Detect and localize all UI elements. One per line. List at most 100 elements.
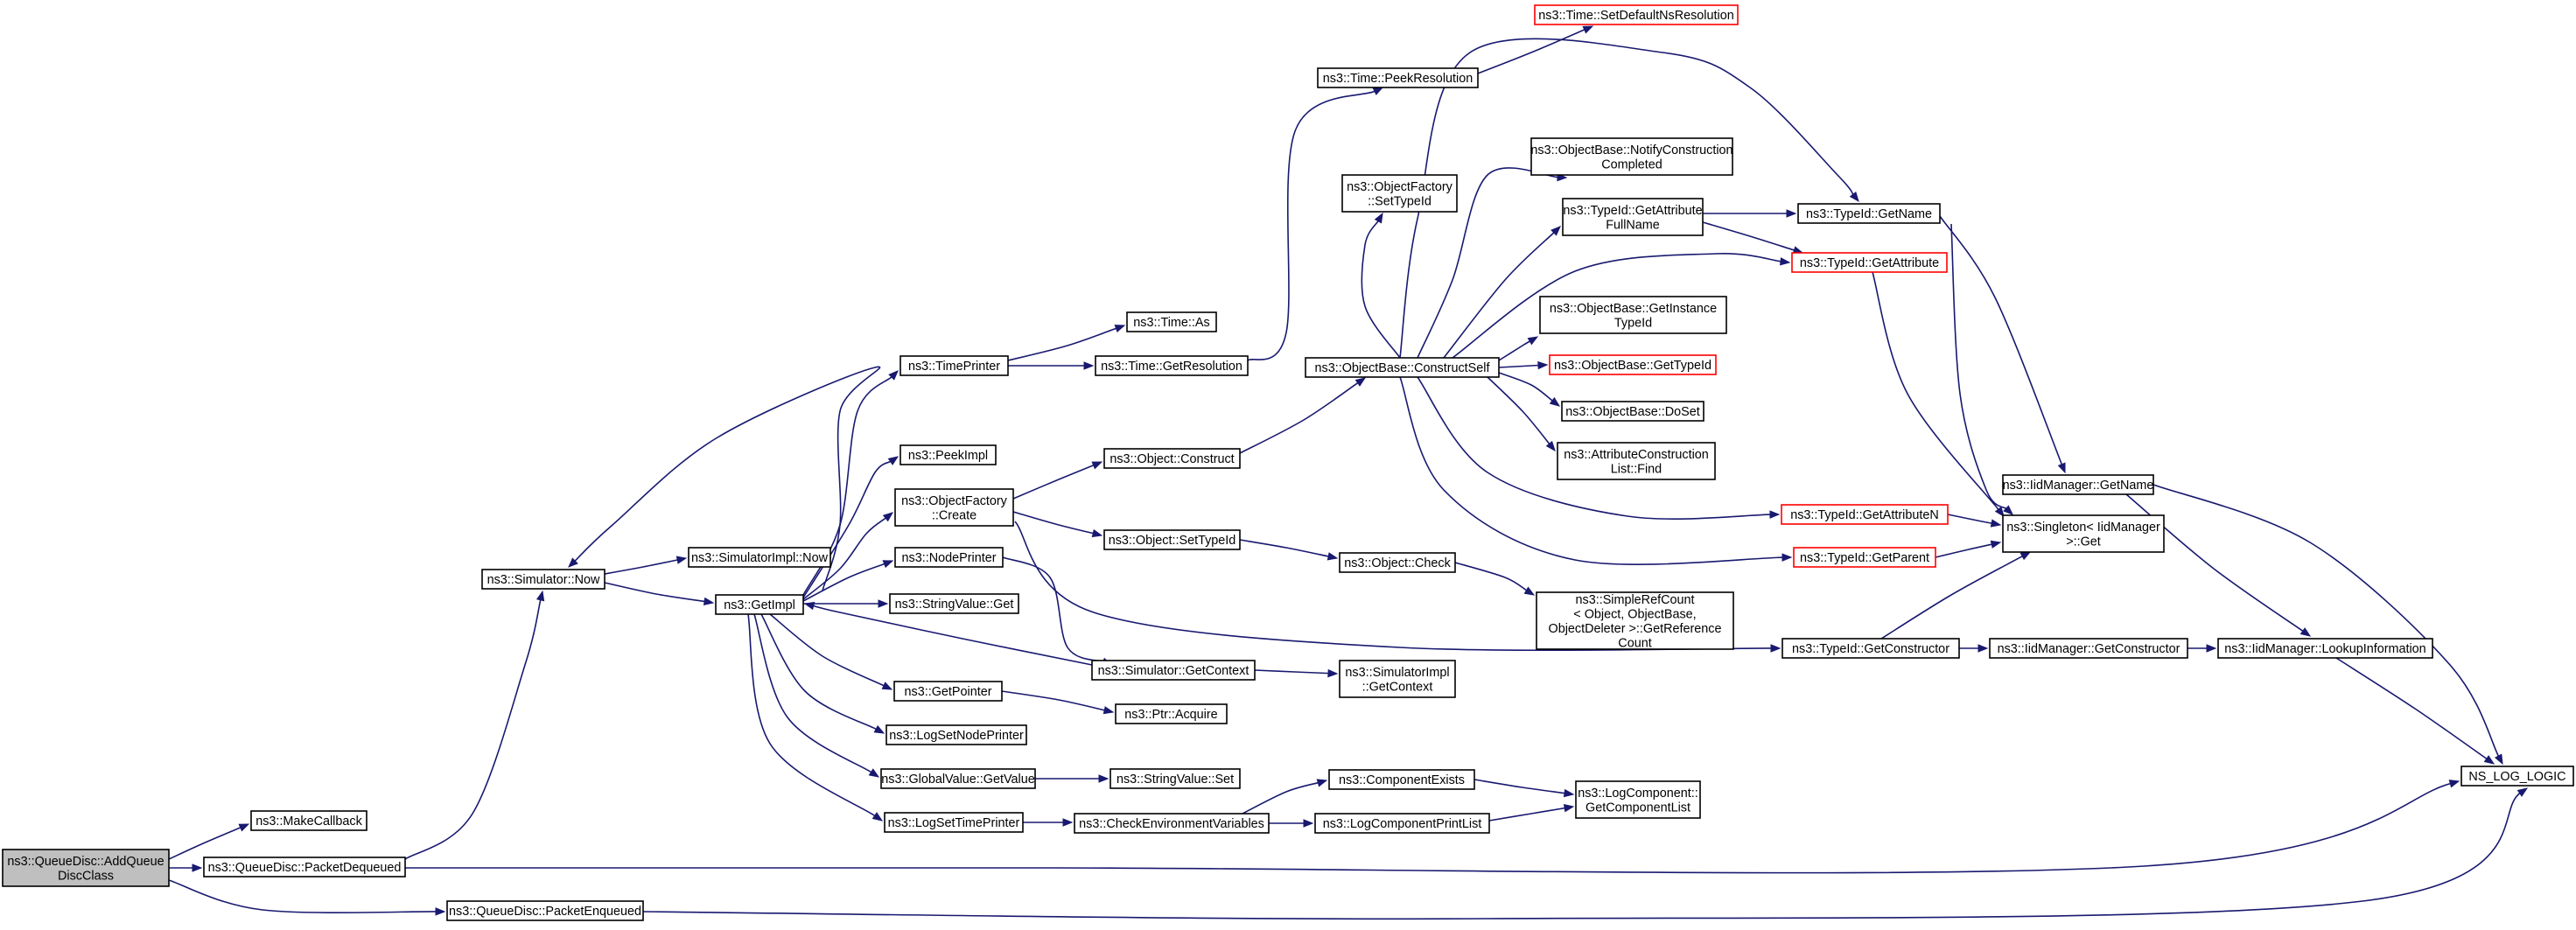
node-label: ns3::NodePrinter bbox=[902, 551, 997, 565]
node-tidgetparent[interactable]: ns3::TypeId::GetParent bbox=[1793, 547, 1936, 568]
edge-line bbox=[404, 598, 542, 860]
node-logcompprint[interactable]: ns3::LogComponentPrintList bbox=[1314, 813, 1490, 834]
edge-obconstructself-to-tidgetattrn bbox=[1417, 376, 1781, 520]
node-tidgetattr[interactable]: ns3::TypeId::GetAttribute bbox=[1791, 252, 1948, 273]
node-ptracquire[interactable]: ns3::Ptr::Acquire bbox=[1115, 703, 1228, 724]
edge-line bbox=[1012, 511, 1095, 535]
node-objcheck[interactable]: ns3::Object::Check bbox=[1339, 552, 1456, 573]
node-label: NS_LOG_LOGIC bbox=[2468, 770, 2566, 784]
edge-arrowhead bbox=[2494, 753, 2503, 766]
node-getimpl[interactable]: ns3::GetImpl bbox=[715, 594, 804, 615]
node-strvalset[interactable]: ns3::StringValue::Set bbox=[1110, 768, 1241, 789]
node-box bbox=[1110, 768, 1241, 789]
node-iidlookup[interactable]: ns3::IidManager::LookupInformation bbox=[2217, 638, 2433, 659]
edge-arrowhead bbox=[2206, 644, 2217, 653]
edge-arrowhead bbox=[1372, 87, 1384, 95]
node-timeprinter[interactable]: ns3::TimePrinter bbox=[900, 355, 1009, 376]
node-tidgetctor[interactable]: ns3::TypeId::GetConstructor bbox=[1782, 638, 1960, 659]
node-simimplgetctx[interactable]: ns3::SimulatorImpl::GetContext bbox=[1339, 660, 1456, 698]
edge-getpointer-to-ptracquire bbox=[1001, 690, 1115, 715]
node-box bbox=[1103, 529, 1241, 550]
edge-iidgetname-to-iidlookup bbox=[2125, 493, 2312, 637]
node-label: ns3::ObjectBase::GetTypeId bbox=[1554, 359, 1712, 373]
node-label: ::Create bbox=[932, 508, 976, 522]
node-nslog[interactable]: NS_LOG_LOGIC bbox=[2460, 766, 2574, 787]
edge-line bbox=[573, 366, 881, 591]
node-compexists[interactable]: ns3::ComponentExists bbox=[1328, 769, 1475, 790]
edge-simgetctx-to-simimplgetctx bbox=[1254, 668, 1339, 678]
node-logsettime[interactable]: ns3::LogSetTimePrinter bbox=[884, 812, 1024, 833]
node-box bbox=[880, 768, 1036, 789]
edge-root-to-pktdeq bbox=[169, 864, 203, 872]
edge-arrowhead bbox=[881, 682, 893, 690]
node-strvalget[interactable]: ns3::StringValue::Get bbox=[889, 593, 1019, 614]
node-simgetctx[interactable]: ns3::Simulator::GetContext bbox=[1091, 660, 1256, 681]
edge-arrowhead bbox=[1091, 461, 1103, 470]
node-nodeprinter[interactable]: ns3::NodePrinter bbox=[894, 547, 1004, 568]
node-timeas[interactable]: ns3::Time::As bbox=[1126, 311, 1217, 332]
node-simnow[interactable]: ns3::Simulator::Now bbox=[481, 569, 606, 590]
edge-line bbox=[1417, 376, 1772, 520]
node-box bbox=[203, 857, 406, 878]
edge-objsettypeid-to-objcheck bbox=[1239, 539, 1339, 561]
node-getpointer[interactable]: ns3::GetPointer bbox=[893, 681, 1003, 702]
node-box bbox=[2, 849, 170, 887]
edge-arrowhead bbox=[676, 556, 688, 564]
node-singleton[interactable]: ns3::Singleton< IidManager>::Get bbox=[2002, 514, 2165, 553]
edge-line bbox=[1247, 90, 1376, 361]
node-ofsettypeid[interactable]: ns3::ObjectFactory::SetTypeId bbox=[1341, 174, 1458, 213]
node-pktenq[interactable]: ns3::QueueDisc::PacketEnqueued bbox=[446, 900, 644, 921]
node-box bbox=[1562, 198, 1704, 236]
node-label: ns3::QueueDisc::AddQueue bbox=[7, 855, 164, 869]
node-tidgetattrn[interactable]: ns3::TypeId::GetAttributeN bbox=[1781, 504, 1949, 525]
node-label: FullName bbox=[1606, 218, 1660, 232]
node-simimplnow[interactable]: ns3::SimulatorImpl::Now bbox=[688, 547, 831, 568]
node-obgettypeid[interactable]: ns3::ObjectBase::GetTypeId bbox=[1549, 354, 1717, 375]
node-obconstructself[interactable]: ns3::ObjectBase::ConstructSelf bbox=[1305, 357, 1500, 378]
node-label: ns3::ObjectFactory bbox=[1347, 180, 1453, 194]
node-checkenv[interactable]: ns3::CheckEnvironmentVariables bbox=[1074, 813, 1270, 834]
node-box bbox=[1314, 813, 1490, 834]
node-label: ns3::AttributeConstruction bbox=[1564, 448, 1709, 462]
edge-arrowhead bbox=[1327, 668, 1339, 678]
node-label: ns3::Singleton< IidManager bbox=[2006, 521, 2160, 535]
node-label: ns3::SimpleRefCount bbox=[1576, 593, 1695, 607]
node-logcompgetlist[interactable]: ns3::LogComponent::GetComponentList bbox=[1575, 780, 1701, 819]
node-label: ns3::StringValue::Get bbox=[895, 598, 1014, 612]
edge-tidgetattrfull-to-tidgetname bbox=[1703, 209, 1797, 218]
node-tidgetname[interactable]: ns3::TypeId::GetName bbox=[1797, 203, 1941, 224]
node-objconstruct[interactable]: ns3::Object::Construct bbox=[1103, 448, 1241, 469]
node-pktdeq[interactable]: ns3::QueueDisc::PacketDequeued bbox=[203, 857, 406, 878]
node-objsettypeid[interactable]: ns3::Object::SetTypeId bbox=[1103, 529, 1241, 550]
node-peekimpl[interactable]: ns3::PeekImpl bbox=[900, 444, 997, 465]
node-box bbox=[900, 444, 997, 465]
edge-line bbox=[1939, 215, 2063, 465]
node-timegetres[interactable]: ns3::Time::GetResolution bbox=[1095, 355, 1249, 376]
node-peekres[interactable]: ns3::Time::PeekResolution bbox=[1317, 67, 1479, 88]
node-gvgetvalue[interactable]: ns3::GlobalValue::GetValue bbox=[880, 768, 1036, 789]
edge-obconstructself-to-tidgetparent bbox=[1399, 376, 1793, 565]
node-simplerefcount[interactable]: ns3::SimpleRefCount< Object, ObjectBase,… bbox=[1536, 591, 1734, 650]
node-makecallback[interactable]: ns3::MakeCallback bbox=[250, 810, 368, 831]
node-label: ns3::Simulator::Now bbox=[487, 573, 600, 587]
edge-arrowhead bbox=[2020, 551, 2032, 561]
node-iidgetctor[interactable]: ns3::IidManager::GetConstructor bbox=[1989, 638, 2188, 659]
node-box bbox=[893, 681, 1003, 702]
edge-line bbox=[1012, 464, 1095, 500]
node-setdefres[interactable]: ns3::Time::SetDefaultNsResolution bbox=[1534, 4, 1739, 25]
edge-line bbox=[1254, 669, 1330, 675]
edge-line bbox=[1950, 223, 2007, 510]
edge-line bbox=[404, 782, 2452, 874]
node-iidgetname[interactable]: ns3::IidManager::GetName bbox=[2002, 474, 2154, 495]
node-obnotify[interactable]: ns3::ObjectBase::NotifyConstructionCompl… bbox=[1530, 137, 1733, 176]
node-logsetnode[interactable]: ns3::LogSetNodePrinter bbox=[886, 724, 1027, 745]
edge-arrowhead bbox=[1990, 540, 2002, 549]
node-obdoset[interactable]: ns3::ObjectBase::DoSet bbox=[1561, 401, 1704, 422]
node-box bbox=[884, 812, 1024, 833]
node-ofcreate[interactable]: ns3::ObjectFactory::Create bbox=[894, 488, 1014, 527]
node-label: ObjectDeleter >::GetReference bbox=[1549, 622, 1722, 636]
